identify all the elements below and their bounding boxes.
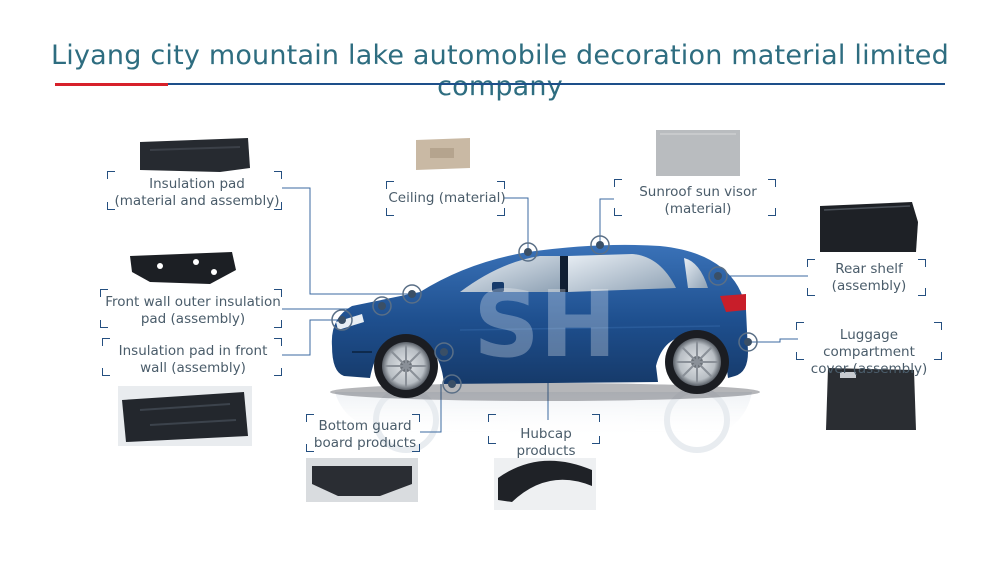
callout-bracket-corner: [768, 208, 776, 216]
callout-bracket-corner: [768, 179, 776, 187]
product-image-sunroof: [656, 130, 740, 176]
callout-front-wall-outer: Front wall outer insulation pad (assembl…: [104, 294, 282, 328]
callout-line: Insulation pad in front: [118, 343, 268, 359]
callout-bracket-corner: [107, 171, 115, 179]
marker-sunroof: [590, 235, 610, 255]
callout-line: board products: [313, 435, 417, 451]
title-underline-accent: [55, 83, 168, 86]
callout-bracket-corner: [592, 436, 600, 444]
callout-line: Sunroof sun visor: [639, 184, 757, 200]
callout-bracket-corner: [274, 289, 282, 297]
callout-luggage: Luggage compartment cover (assembly): [796, 327, 942, 378]
product-image-front-wall-outer: [130, 252, 236, 284]
callout-bracket-corner: [807, 259, 815, 267]
callout-bracket-corner: [934, 322, 942, 330]
callout-line: Hubcap products: [516, 426, 576, 459]
callout-bracket-corner: [102, 368, 110, 376]
callout-bracket-corner: [412, 444, 420, 452]
title-underline: [55, 83, 945, 85]
callout-bracket-corner: [306, 444, 314, 452]
callout-markers: [331, 235, 758, 394]
callout-bracket-corner: [614, 179, 622, 187]
callout-bracket-corner: [306, 414, 314, 422]
callout-bracket-corner: [796, 352, 804, 360]
product-image-hubcap: [494, 458, 596, 510]
product-image-ceiling: [416, 138, 470, 170]
callout-ceiling: Ceiling (material): [388, 190, 506, 207]
callout-bracket-corner: [274, 171, 282, 179]
callout-line: (assembly): [831, 278, 907, 294]
callout-rear-shelf: Rear shelf (assembly): [812, 261, 926, 295]
callout-insulation-pad: Insulation pad (material and assembly): [112, 176, 282, 210]
callout-bracket-corner: [614, 208, 622, 216]
callout-line: Bottom guard: [318, 418, 412, 434]
callout-bracket-corner: [488, 414, 496, 422]
callout-bracket-corner: [918, 259, 926, 267]
callout-bracket-corner: [274, 202, 282, 210]
callout-bottom-guard: Bottom guard board products: [310, 418, 420, 452]
marker-ceiling: [518, 242, 538, 262]
callout-bracket-corner: [807, 288, 815, 296]
car-reflection: [335, 387, 752, 453]
product-image-luggage: [826, 368, 916, 430]
callout-bracket-corner: [274, 320, 282, 328]
callout-bracket-corner: [918, 288, 926, 296]
callout-bracket-corner: [107, 202, 115, 210]
product-image-bottom-guard: [306, 458, 418, 502]
callout-bracket-corner: [274, 368, 282, 376]
callout-line: Insulation pad: [149, 176, 245, 192]
callout-line: Luggage compartment: [823, 327, 915, 360]
callout-line: cover (assembly): [810, 361, 928, 377]
product-image-rear-shelf: [820, 202, 918, 252]
callout-hubcap: Hubcap products: [490, 426, 602, 460]
callout-bracket-corner: [497, 208, 505, 216]
callout-line: Rear shelf: [835, 261, 903, 277]
callout-bracket-corner: [386, 181, 394, 189]
marker-insulation-pad: [402, 284, 422, 304]
callout-bracket-corner: [934, 352, 942, 360]
marker-luggage: [738, 332, 758, 352]
callout-bracket-corner: [412, 414, 420, 422]
product-image-insulation-pad: [140, 138, 250, 172]
callout-bracket-corner: [592, 414, 600, 422]
page-title: Liyang city mountain lake automobile dec…: [51, 40, 949, 102]
marker-bottom-guard: [434, 342, 454, 362]
callout-bracket-corner: [274, 338, 282, 346]
callout-bracket-corner: [497, 181, 505, 189]
marker-rear-shelf: [708, 266, 728, 286]
marker-hubcap: [442, 374, 462, 394]
callout-bracket-corner: [796, 322, 804, 330]
callout-line: Front wall outer insulation: [105, 294, 281, 310]
callout-line: Ceiling (material): [388, 190, 506, 206]
callout-front-wall-inner: Insulation pad in front wall (assembly): [106, 343, 280, 377]
product-image-front-wall-inner: [118, 386, 252, 446]
callout-line: (material): [664, 201, 732, 217]
watermark-text: SH: [473, 271, 616, 378]
callout-bracket-corner: [386, 208, 394, 216]
callout-bracket-corner: [102, 338, 110, 346]
callout-sunroof: Sunroof sun visor (material): [618, 184, 778, 218]
callout-bracket-corner: [488, 436, 496, 444]
callout-line: wall (assembly): [140, 360, 246, 376]
marker-front-wall-outer: [372, 296, 392, 316]
callout-line: pad (assembly): [140, 311, 246, 327]
callout-bracket-corner: [100, 320, 108, 328]
marker-front-wall-inner: [331, 309, 353, 331]
callout-bracket-corner: [100, 289, 108, 297]
callout-line: (material and assembly): [114, 193, 280, 209]
